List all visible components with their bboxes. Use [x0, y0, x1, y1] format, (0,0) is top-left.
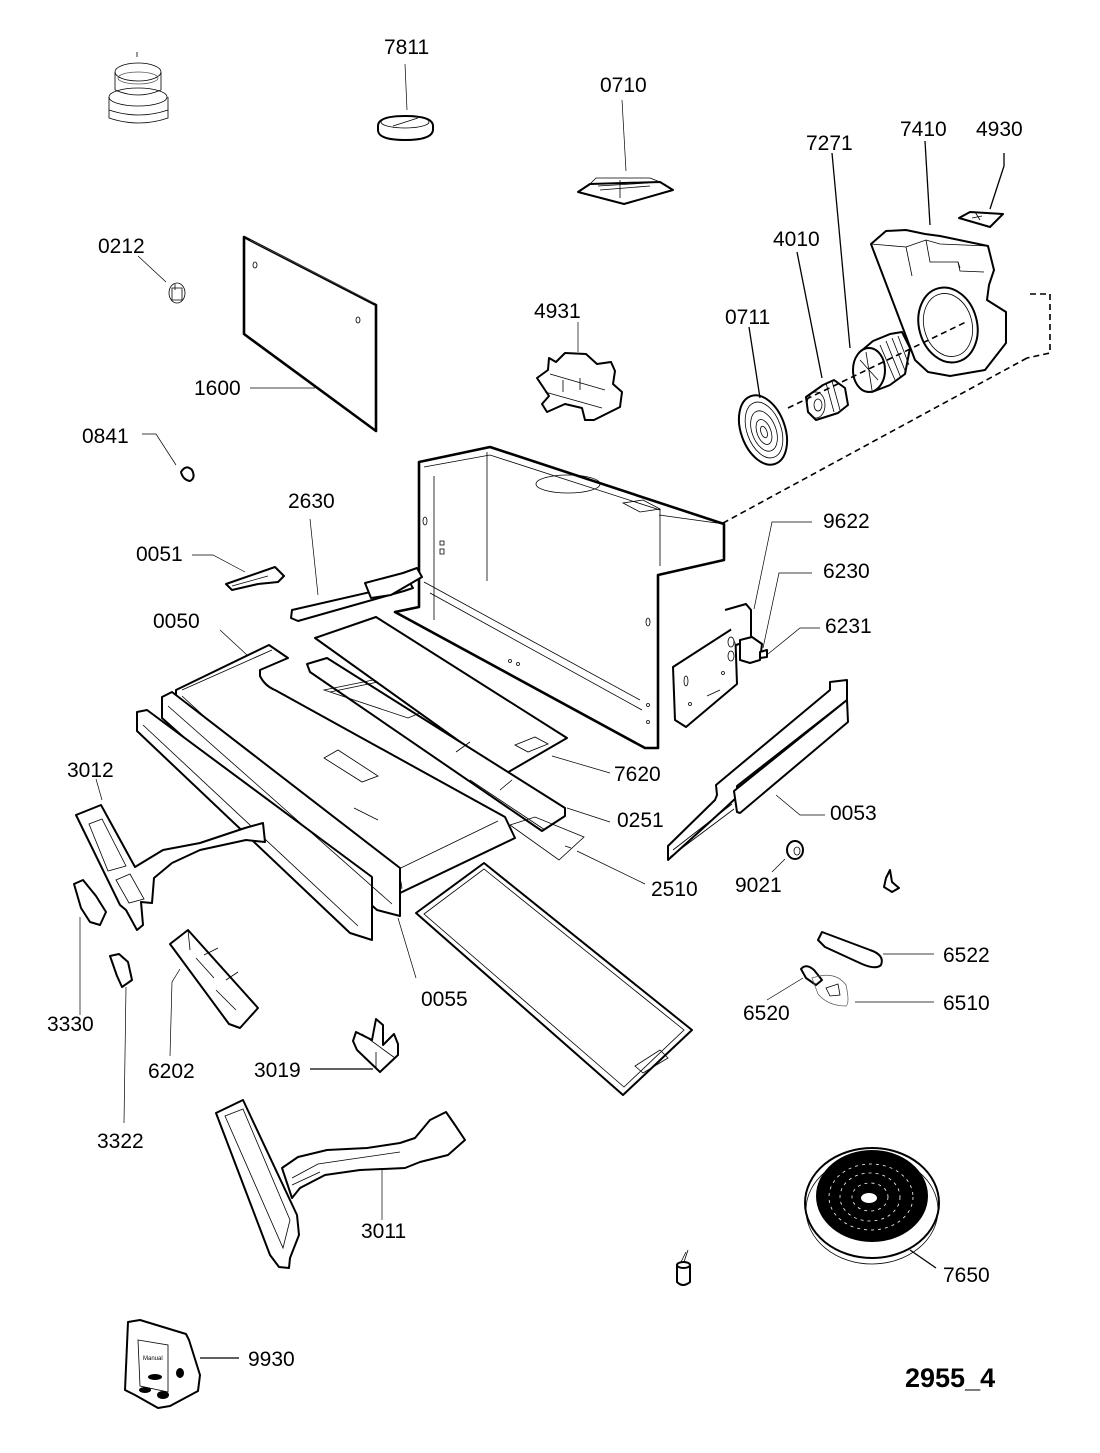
label-0711: 0711	[725, 306, 770, 329]
part-6522-lamp-cover	[817, 931, 934, 969]
part-3011-handle	[215, 1099, 466, 1269]
part-6202-switch-bar	[169, 929, 259, 1057]
part-7271-impeller	[831, 152, 911, 393]
label-6510: 6510	[943, 992, 990, 1015]
label-1600: 1600	[194, 377, 241, 400]
small-clip-part	[883, 869, 900, 893]
part-7811-cap	[377, 63, 434, 141]
part-0053-side-rail	[667, 679, 849, 861]
label-3322: 3322	[97, 1130, 144, 1153]
main-housing-body	[393, 445, 726, 750]
manual-bag-text: Manual	[143, 1356, 163, 1362]
part-labels: 7811 0710 7271 7410 4930 0212 4010 4931 …	[47, 36, 1023, 1393]
label-4010: 4010	[773, 228, 820, 251]
part-6230-switch	[739, 572, 812, 664]
label-7271: 7271	[806, 132, 853, 155]
small-capacitor-part	[676, 1249, 691, 1286]
part-2630-rail	[290, 518, 423, 622]
drawing-code: 2955_4	[905, 1363, 995, 1393]
label-4931: 4931	[534, 300, 581, 323]
part-9622-board	[672, 521, 812, 728]
label-9622: 9622	[823, 510, 870, 533]
duct-adapter-part	[108, 52, 169, 124]
part-0051-bracket	[192, 554, 285, 591]
label-0710: 0710	[600, 74, 647, 97]
label-6520: 6520	[743, 1002, 790, 1025]
label-6230: 6230	[823, 560, 870, 583]
label-0212: 0212	[98, 235, 145, 258]
part-7620-filter-sheet	[314, 616, 611, 775]
part-0212-clip	[137, 255, 186, 304]
part-0710-grille	[577, 99, 674, 205]
part-3330-clip	[73, 879, 107, 1015]
part-6520-lamp-socket	[766, 965, 823, 1001]
part-2510-plate	[509, 816, 646, 885]
label-7620: 7620	[614, 763, 661, 786]
label-3019: 3019	[254, 1059, 301, 1082]
part-9930-accessory-bag: Manual	[124, 1319, 239, 1409]
part-3322-clip	[109, 953, 133, 1124]
part-4010-motor	[796, 251, 849, 421]
part-0711-fan-grille	[737, 326, 789, 466]
label-0841: 0841	[82, 425, 129, 448]
part-7650-charcoal-filter	[804, 1147, 940, 1269]
label-0050: 0050	[153, 610, 200, 633]
part-3019-bracket	[310, 1018, 399, 1073]
part-0841-grommet	[142, 433, 195, 482]
label-6231: 6231	[825, 615, 872, 638]
part-1600-panel	[242, 235, 378, 433]
label-9930: 9930	[248, 1348, 295, 1371]
part-9021-nut	[771, 840, 804, 873]
part-6510-bulb	[811, 974, 934, 1007]
label-0053: 0053	[830, 802, 877, 825]
label-0051: 0051	[136, 543, 183, 566]
label-0251: 0251	[617, 809, 664, 832]
part-4930-cover-plate	[958, 153, 1005, 228]
label-2510: 2510	[651, 878, 698, 901]
label-6202: 6202	[148, 1060, 195, 1083]
label-7811: 7811	[384, 36, 429, 59]
part-3012-handle-bracket	[75, 778, 266, 931]
label-9021: 9021	[735, 874, 782, 897]
label-3011: 3011	[361, 1220, 406, 1243]
grease-filter-frame	[415, 862, 693, 1096]
label-2630: 2630	[288, 490, 335, 513]
label-7650: 7650	[943, 1264, 990, 1287]
part-7410-blower-housing	[870, 140, 1007, 377]
part-6231-switch-pin	[759, 627, 820, 659]
label-6522: 6522	[943, 944, 990, 967]
label-3012: 3012	[67, 759, 114, 782]
part-4931-bracket	[536, 322, 623, 421]
label-4930: 4930	[976, 118, 1023, 141]
label-3330: 3330	[47, 1013, 94, 1036]
label-7410: 7410	[900, 118, 947, 141]
part-0251-diffuser	[306, 657, 611, 832]
label-0055: 0055	[421, 988, 468, 1011]
